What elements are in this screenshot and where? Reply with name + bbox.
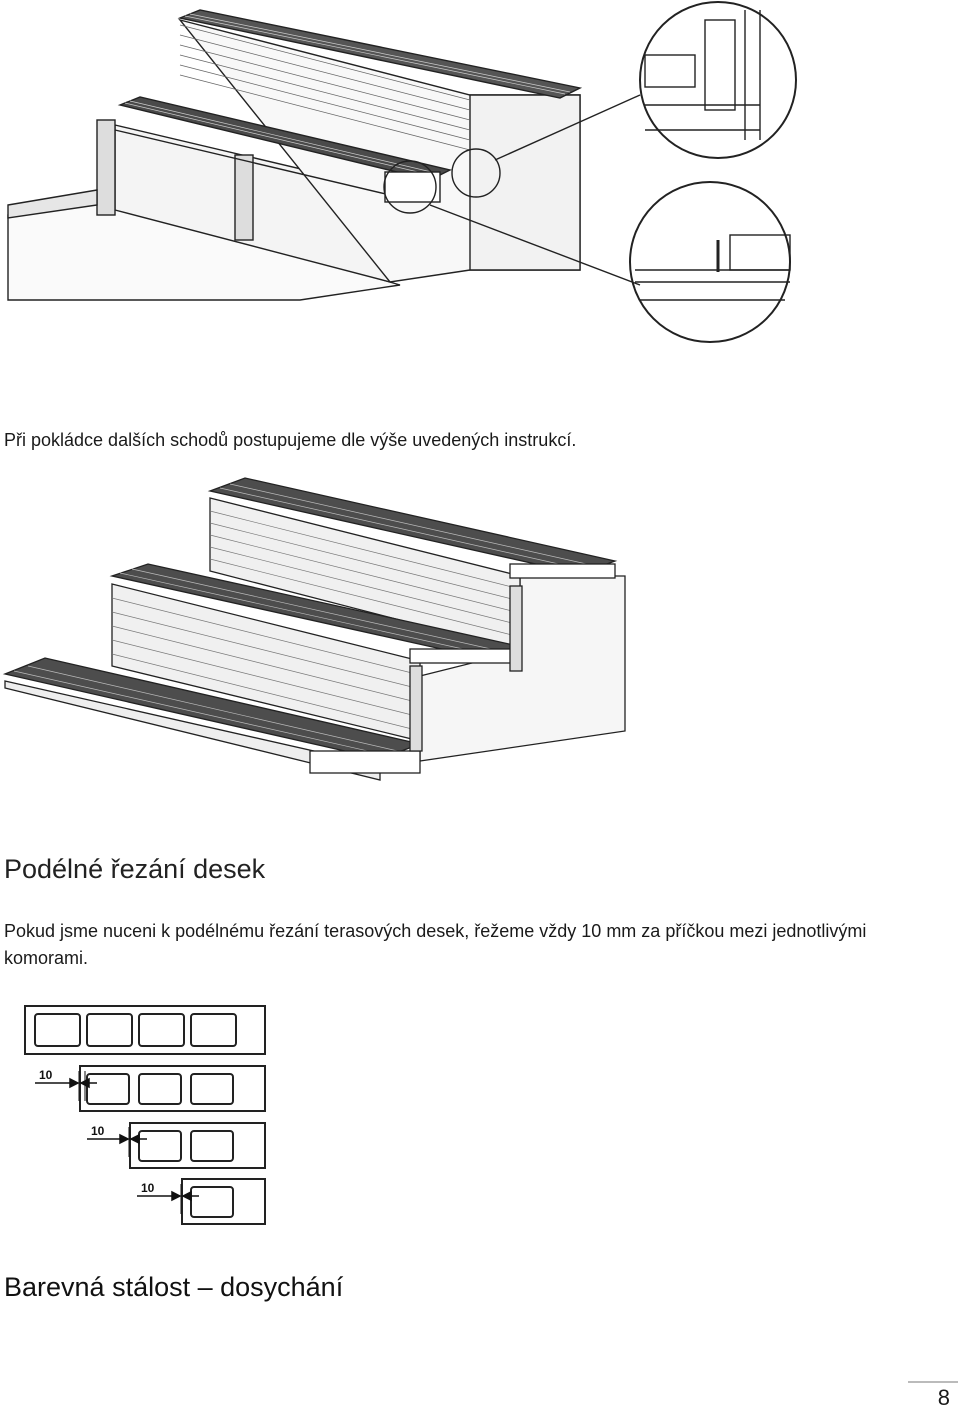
board-profile-cut-diagram: 10 10 10 xyxy=(24,1005,266,1225)
section-heading-color-fastness: Barevná stálost – dosychání xyxy=(4,1272,344,1302)
page-number-rule xyxy=(908,1381,958,1383)
longitudinal-cutting-paragraph: Pokud jsme nuceni k podélnému řezání ter… xyxy=(4,921,867,968)
dimension-label: 10 xyxy=(141,1181,155,1195)
completed-stairs-illustration xyxy=(2,477,626,781)
dimension-label: 10 xyxy=(39,1068,53,1082)
instruction-paragraph: Při pokládce dalších schodů postupujeme … xyxy=(4,430,577,450)
section-heading-longitudinal-cutting: Podélné řezání desek xyxy=(4,854,266,884)
stairs-construction-illustration xyxy=(7,1,797,343)
dimension-label: 10 xyxy=(91,1124,105,1138)
page-number: 8 xyxy=(937,1385,950,1410)
